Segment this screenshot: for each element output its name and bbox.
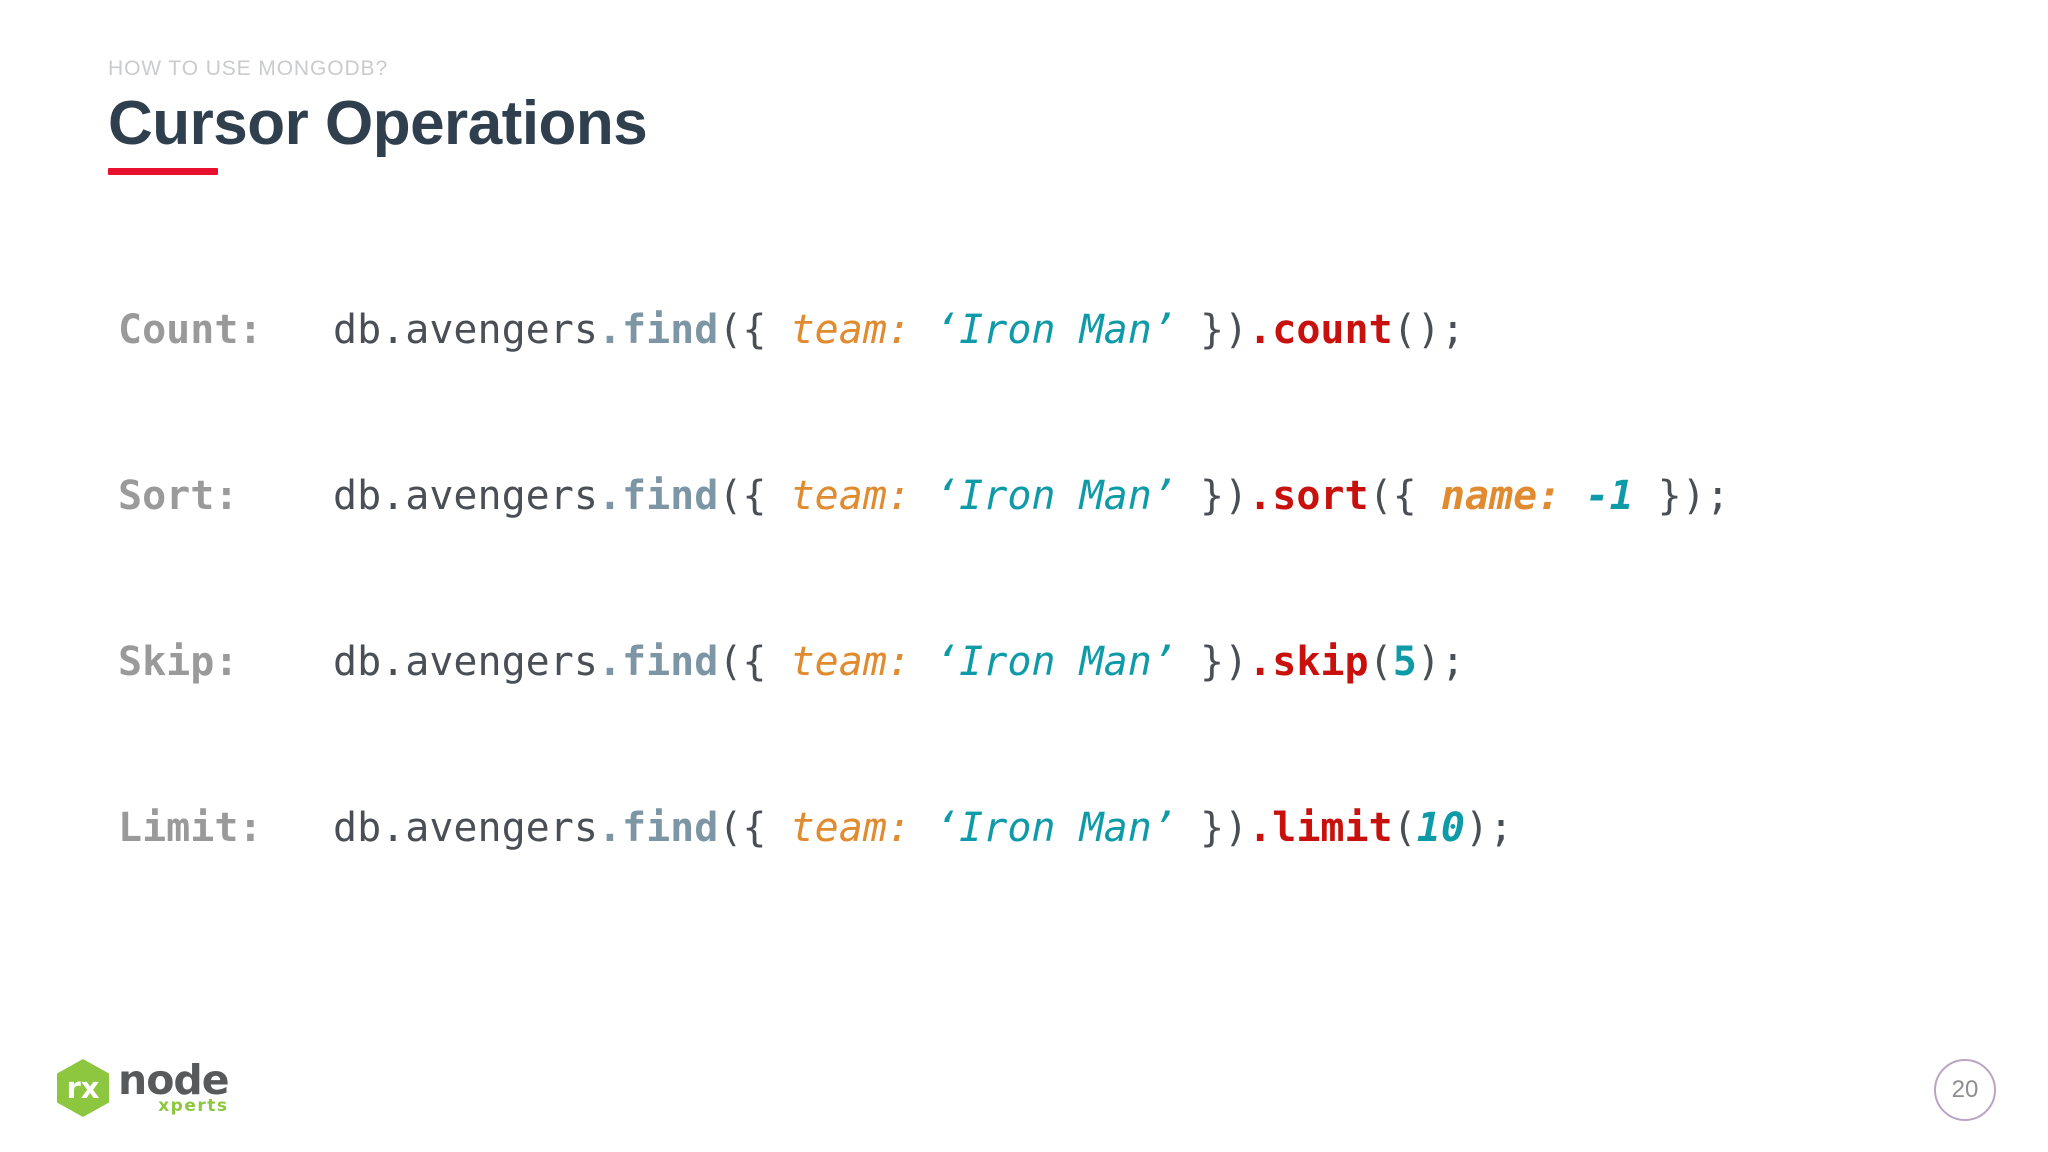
- code-token: ();: [1392, 307, 1465, 353]
- code-token: [911, 307, 935, 353]
- code-token: (: [1392, 805, 1417, 851]
- code-token: }): [1175, 307, 1249, 353]
- code-token: .find: [597, 639, 719, 685]
- code-token: [911, 639, 935, 685]
- code-token: -1: [1585, 473, 1634, 519]
- logo-word-xperts: xperts: [158, 1095, 229, 1116]
- hexagon-logo-icon: rx: [52, 1057, 114, 1119]
- code-token: .find: [597, 805, 719, 851]
- logo-word-node: node: [118, 1056, 230, 1105]
- code-token: }): [1175, 805, 1249, 851]
- code-token: db.avengers: [333, 805, 598, 851]
- code-token: ‘Iron Man’: [935, 473, 1176, 519]
- code-token: [1561, 473, 1585, 519]
- code-token: .find: [597, 473, 719, 519]
- code-row-expression: db.avengers.find({ team: ‘Iron Man’ }).s…: [333, 642, 1465, 682]
- code-token: );: [1464, 805, 1514, 851]
- title-accent-rule: [108, 168, 218, 176]
- code-row: Skip: db.avengers.find({ team: ‘Iron Man’…: [118, 642, 1998, 808]
- code-token: 5: [1392, 639, 1417, 685]
- code-token: });: [1633, 473, 1730, 519]
- code-row-label: Skip:: [118, 639, 239, 685]
- code-token: .find: [597, 307, 719, 353]
- code-token: 10: [1416, 805, 1465, 851]
- code-row-label: Limit:: [118, 805, 263, 851]
- code-token: .limit: [1248, 805, 1393, 851]
- code-token: [911, 805, 935, 851]
- code-token: .sort: [1248, 473, 1369, 519]
- code-token: (: [1368, 639, 1393, 685]
- code-row-label: Sort:: [118, 473, 239, 519]
- code-token: db.avengers: [333, 473, 598, 519]
- code-token: ‘Iron Man’: [935, 307, 1176, 353]
- code-token: }): [1175, 473, 1249, 519]
- code-token: ({: [1368, 473, 1441, 519]
- code-token: );: [1416, 639, 1465, 685]
- code-token: team:: [790, 639, 911, 685]
- code-row: Sort:db.avengers.find({ team: ‘Iron Man’…: [118, 476, 1998, 642]
- code-token: ({: [718, 473, 791, 519]
- code-token: ‘Iron Man’: [935, 805, 1176, 851]
- page-number-badge: 20: [1934, 1059, 1996, 1121]
- svg-text:rx: rx: [66, 1071, 99, 1105]
- code-token: ({: [718, 307, 791, 353]
- code-token: ‘Iron Man’: [935, 639, 1176, 685]
- code-row-expression: db.avengers.find({ team: ‘Iron Man’ }).c…: [333, 310, 1465, 350]
- code-token: db.avengers: [333, 307, 598, 353]
- code-token: ({: [718, 639, 791, 685]
- slide-kicker: HOW TO USE MONGODB?: [108, 57, 389, 80]
- code-token: [911, 473, 935, 519]
- code-token: }): [1175, 639, 1249, 685]
- code-token: team:: [790, 473, 911, 519]
- logo-wordmark: node xperts: [118, 1056, 230, 1116]
- code-token: db.avengers: [333, 639, 598, 685]
- code-token: ({: [718, 805, 791, 851]
- code-token: team:: [790, 805, 911, 851]
- slide-header: HOW TO USE MONGODB? Cursor Operations: [108, 57, 648, 176]
- code-token: team:: [790, 307, 911, 353]
- page-title: Cursor Operations: [108, 89, 648, 158]
- code-row: Count: db.avengers.find({ team: ‘Iron Man…: [118, 310, 1998, 476]
- code-token: .count: [1248, 307, 1393, 353]
- code-row-expression: db.avengers.find({ team: ‘Iron Man’ }).l…: [333, 808, 1513, 848]
- code-token: name:: [1440, 473, 1562, 519]
- code-example-list: Count:db.avengers.find({ team: ‘Iron Man…: [118, 310, 1998, 974]
- code-row: Limit: db.avengers.find({ team: ‘Iron Man…: [118, 808, 1998, 974]
- code-row-label: Count:: [118, 307, 263, 353]
- code-token: .skip: [1248, 639, 1369, 685]
- code-row-expression: db.avengers.find({ team: ‘Iron Man’ }).s…: [333, 476, 1730, 516]
- rxnode-logo: rx node xperts: [52, 1056, 230, 1119]
